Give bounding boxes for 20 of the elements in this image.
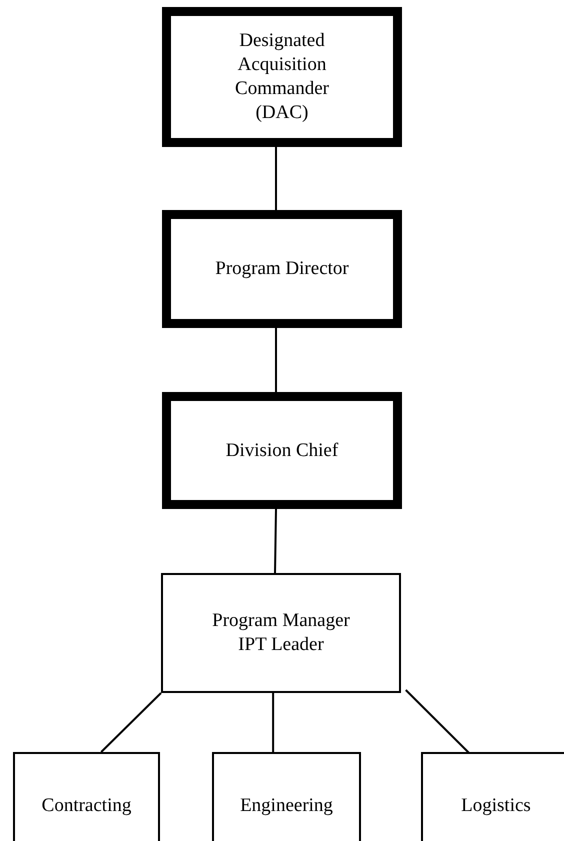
org-box: [13, 752, 160, 841]
box-label: Program Director: [214, 257, 350, 281]
org-box: [421, 752, 564, 841]
box-label: Engineering: [239, 794, 334, 818]
box-label: Program Manager IPT Leader: [211, 609, 351, 657]
thick-bordered-box: [162, 392, 402, 509]
thick-bordered-box: [162, 7, 402, 147]
connector-line: [272, 693, 274, 752]
org-box: [161, 573, 401, 693]
connector-line: [275, 328, 277, 392]
connector-line: [405, 689, 471, 755]
connector-line: [100, 692, 162, 753]
box-label: Designated Acquisition Commander (DAC): [234, 29, 330, 125]
box-label: Division Chief: [224, 438, 340, 462]
connector-line: [274, 508, 277, 574]
org-box: [212, 752, 361, 841]
box-label: Logistics: [460, 794, 532, 818]
box-label: Contracting: [40, 794, 132, 818]
connector-line: [275, 147, 277, 210]
thick-bordered-box: [162, 210, 402, 328]
